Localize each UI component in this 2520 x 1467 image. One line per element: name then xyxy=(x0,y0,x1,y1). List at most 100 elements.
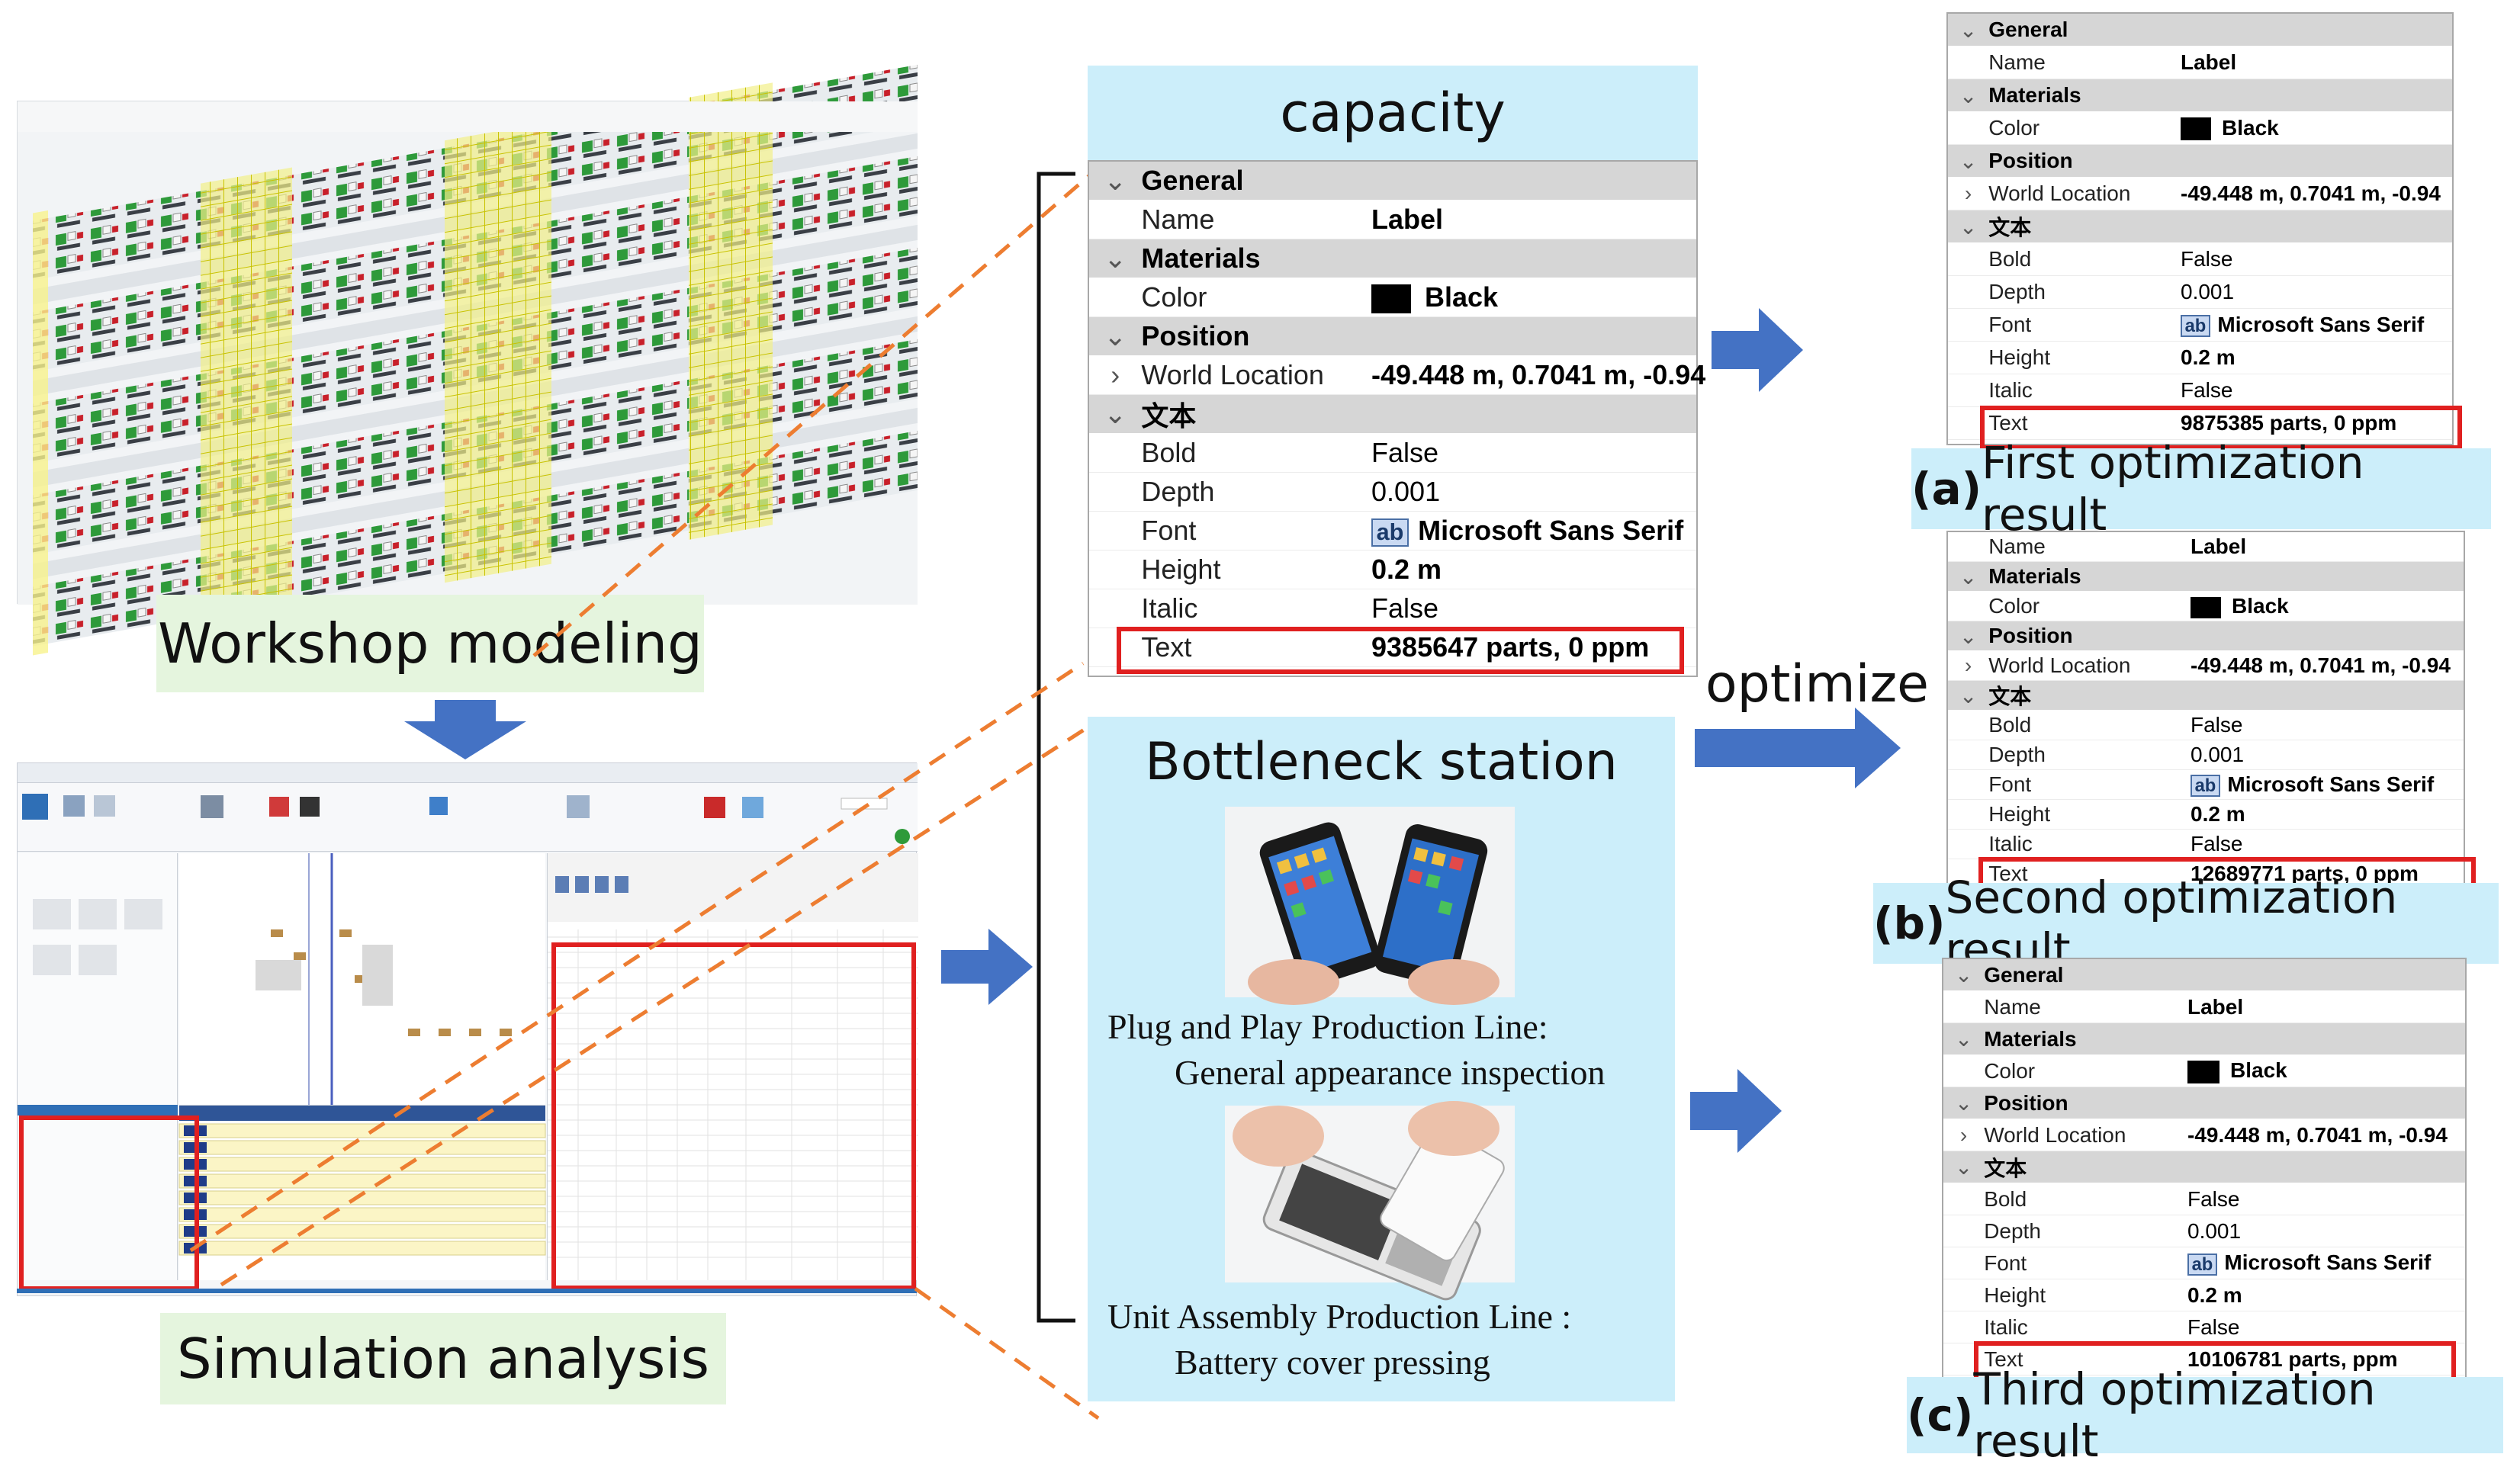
section-materials[interactable]: ⌄Materials xyxy=(1948,562,2464,591)
chevron-down-icon: ⌄ xyxy=(1954,1027,1973,1051)
font-ab-icon: ab xyxy=(1371,518,1409,547)
status-bar xyxy=(17,1289,917,1293)
color-swatch xyxy=(1371,284,1411,314)
chevron-down-icon: ⌄ xyxy=(1954,1155,1973,1179)
chevron-down-icon: ⌄ xyxy=(1954,963,1973,987)
section-text[interactable]: ⌄文本 xyxy=(1948,681,2464,710)
catalog-panel xyxy=(18,853,178,1280)
bracket xyxy=(1037,172,1075,1323)
font-ab-icon: ab xyxy=(2191,775,2220,798)
section-text[interactable]: ⌄文本 xyxy=(1089,395,1696,433)
chevron-down-icon: ⌄ xyxy=(1954,1091,1973,1115)
section-position[interactable]: ⌄Position xyxy=(1948,621,2464,650)
color-swatch xyxy=(2181,117,2211,141)
font-ab-icon: ab xyxy=(2181,315,2210,338)
chevron-down-icon: ⌄ xyxy=(1104,242,1127,274)
color-swatch xyxy=(2187,1060,2219,1083)
section-text[interactable]: ⌄文本 xyxy=(1948,210,2452,242)
right-arrow-icon xyxy=(1712,308,1803,392)
section-position[interactable]: ⌄Position xyxy=(1943,1087,2465,1119)
right-arrow-icon xyxy=(1690,1069,1782,1153)
line1-subtitle: General appearance inspection xyxy=(1175,1053,1606,1092)
section-materials[interactable]: ⌄Materials xyxy=(1948,79,2452,111)
section-materials[interactable]: ⌄Materials xyxy=(1089,239,1696,278)
optimize-label: optimize xyxy=(1705,654,1929,714)
right-arrow-icon xyxy=(941,929,1033,1005)
section-materials[interactable]: ⌄Materials xyxy=(1943,1023,2465,1055)
row-world-location[interactable]: ›World Location-49.448 m, 0.7041 m, -0.9… xyxy=(1089,356,1705,395)
text-highlight-box xyxy=(1980,406,2462,450)
phones-inspection-image xyxy=(1225,807,1515,1005)
section-general[interactable]: ⌄General xyxy=(1948,14,2452,46)
chevron-down-icon: ⌄ xyxy=(1959,18,1978,42)
section-text[interactable]: ⌄文本 xyxy=(1943,1151,2465,1183)
chevron-right-icon: › xyxy=(1964,181,1972,205)
line1-title: Plug and Play Production Line: xyxy=(1107,1007,1548,1046)
chevron-down-icon: ⌄ xyxy=(1959,83,1978,108)
section-general[interactable]: ⌄General xyxy=(1089,162,1696,200)
chevron-down-icon: ⌄ xyxy=(1959,624,1978,648)
line2-subtitle: Battery cover pressing xyxy=(1175,1343,1490,1382)
chevron-right-icon: › xyxy=(1111,359,1120,390)
excel-spreadsheet xyxy=(547,853,918,1280)
line2-title: Unit Assembly Production Line : xyxy=(1107,1297,1572,1336)
section-position[interactable]: ⌄Position xyxy=(1089,317,1696,355)
section-position[interactable]: ⌄Position xyxy=(1948,145,2452,177)
row-world-location[interactable]: ›World Location-49.448 m, 0.7041 m, -0.9… xyxy=(1948,651,2464,681)
app-ribbon xyxy=(18,783,918,852)
capacity-title: capacity xyxy=(1088,66,1698,160)
chevron-down-icon: ⌄ xyxy=(1959,149,1978,173)
spreadsheet-highlight-box xyxy=(551,942,916,1290)
chevron-down-icon: ⌄ xyxy=(1959,683,1978,708)
result-b-caption: (b)Second optimization result xyxy=(1873,872,2499,975)
bottleneck-title: Bottleneck station xyxy=(1088,717,1675,807)
font-ab-icon: ab xyxy=(2187,1253,2217,1276)
text-highlight-box xyxy=(1117,627,1684,674)
chevron-down-icon: ⌄ xyxy=(1104,165,1127,196)
chevron-right-icon: › xyxy=(1964,653,1972,677)
chevron-down-icon: ⌄ xyxy=(1959,214,1978,239)
3d-view xyxy=(179,853,545,1105)
section-general[interactable]: ⌄General xyxy=(1943,959,2465,990)
result-a-caption: (a)First optimization result xyxy=(1911,437,2491,541)
row-world-location[interactable]: ›World Location-49.448 m, 0.7041 m, -0.9… xyxy=(1948,178,2452,210)
row-world-location[interactable]: ›World Location-49.448 m, 0.7041 m, -0.9… xyxy=(1943,1119,2465,1151)
right-arrow-icon xyxy=(1695,708,1901,788)
